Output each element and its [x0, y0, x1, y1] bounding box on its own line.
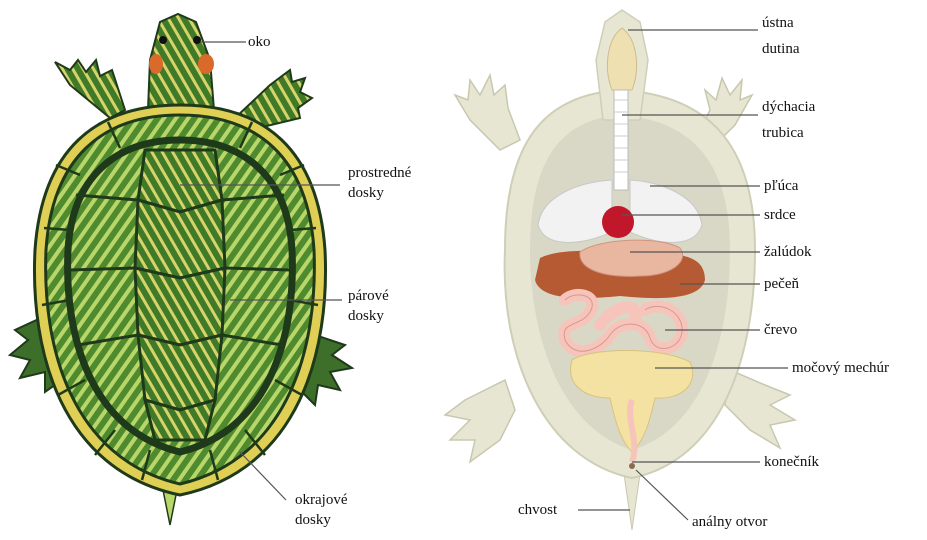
- label-rectum-text: konečník: [764, 452, 819, 472]
- label-liver: pečeň: [764, 274, 799, 294]
- label-anus: análny otvor: [692, 512, 767, 532]
- label-tail: chvost: [518, 500, 557, 520]
- label-intestine: črevo: [764, 320, 797, 340]
- back-right-flipper: [725, 370, 795, 448]
- eye-icon: [193, 36, 201, 44]
- label-anus-text: análny otvor: [692, 512, 767, 532]
- label-heart-text: srdce: [764, 205, 796, 225]
- turtle-anatomy-view: [445, 10, 795, 530]
- label-lungs-text: pľúca: [764, 176, 798, 196]
- label-oral-cavity-line2: dutina: [762, 36, 800, 62]
- anus: [629, 463, 635, 469]
- label-paired-scutes-line2: dosky: [348, 306, 389, 326]
- label-stomach-text: žalúdok: [764, 242, 811, 262]
- label-middle-scutes-line1: prostredné: [348, 163, 411, 183]
- label-paired-scutes: párové dosky: [348, 286, 389, 326]
- front-left-flipper: [455, 75, 520, 150]
- central-scutes: [135, 150, 225, 440]
- label-trachea: dýchacia trubica: [762, 94, 815, 146]
- label-bladder-text: močový mechúr: [792, 358, 889, 378]
- label-middle-scutes: prostredné dosky: [348, 163, 411, 203]
- label-middle-scutes-line2: dosky: [348, 183, 411, 203]
- trachea: [614, 90, 628, 190]
- stomach: [580, 240, 683, 276]
- turtle-shell-view: [10, 14, 352, 525]
- label-oral-cavity: ústna dutina: [762, 10, 800, 62]
- label-eye: oko: [248, 32, 271, 52]
- front-left-leg: [55, 60, 125, 118]
- label-paired-scutes-line1: párové: [348, 286, 389, 306]
- label-marginal-scutes: okrajové dosky: [295, 490, 347, 530]
- label-trachea-line1: dýchacia: [762, 94, 815, 120]
- label-tail-text: chvost: [518, 500, 557, 520]
- label-stomach: žalúdok: [764, 242, 811, 262]
- label-marginal-scutes-line1: okrajové: [295, 490, 347, 510]
- back-left-flipper: [445, 380, 515, 462]
- label-oral-cavity-line1: ústna: [762, 10, 800, 36]
- label-marginal-scutes-line2: dosky: [295, 510, 347, 530]
- label-intestine-text: črevo: [764, 320, 797, 340]
- label-lungs: pľúca: [764, 176, 798, 196]
- heart: [602, 206, 634, 238]
- label-trachea-line2: trubica: [762, 120, 815, 146]
- label-liver-text: pečeň: [764, 274, 799, 294]
- label-rectum: konečník: [764, 452, 819, 472]
- label-heart: srdce: [764, 205, 796, 225]
- label-bladder: močový mechúr: [792, 358, 889, 378]
- label-eye-text: oko: [248, 32, 271, 52]
- turtle-head: [148, 14, 214, 110]
